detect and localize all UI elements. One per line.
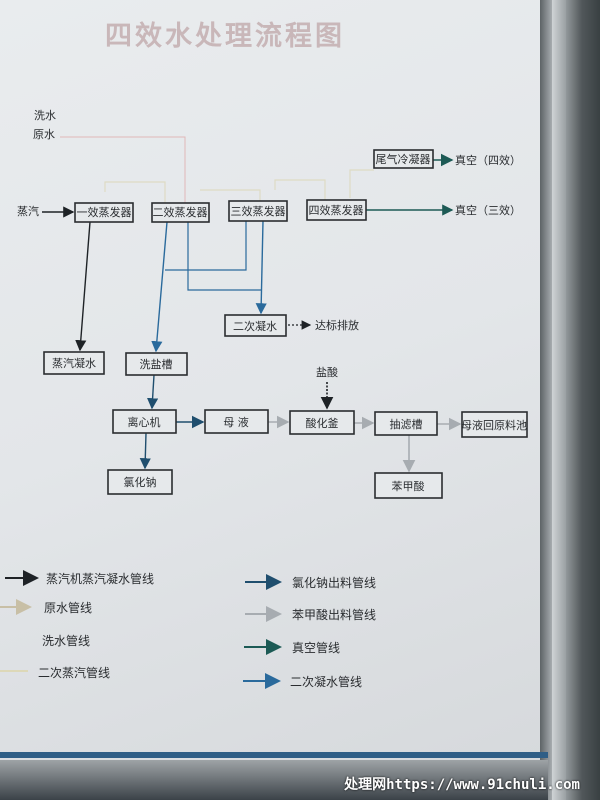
node-evap2: 二效蒸发器: [151, 202, 210, 223]
metal-pole-highlight: [552, 0, 566, 800]
svg-text:氯化钠: 氯化钠: [124, 475, 157, 489]
svg-text:酸化釜: 酸化釜: [306, 416, 339, 430]
board-bottom-edge: [0, 760, 548, 800]
node-steam-condensate: 蒸汽凝水: [43, 351, 105, 375]
node-evap4: 四效蒸发器: [306, 199, 367, 221]
svg-text:离心机: 离心机: [128, 415, 161, 429]
svg-text:洗盐槽: 洗盐槽: [140, 358, 173, 371]
watermark: 处理网https://www.91chuli.com: [344, 777, 580, 793]
to-secondary-condensate: [255, 220, 267, 315]
svg-text:二次凝水: 二次凝水: [233, 319, 277, 333]
legend-label: 真空管线: [292, 640, 340, 655]
metal-pole: [540, 0, 600, 800]
node-mother-liquor: 母 液: [204, 409, 269, 434]
node-acidify-kettle: 酸化釜: [289, 410, 355, 435]
node-centrifuge: 离心机: [112, 409, 177, 434]
output-vacuum-4: 真空（四效）: [455, 153, 521, 167]
legend-label: 蒸汽机蒸汽凝水管线: [46, 571, 154, 586]
input-raw-water: 原水: [33, 128, 55, 141]
legend: 蒸汽机蒸汽凝水管线 原水管线 洗水管线 二次蒸汽管线 氯化钠出料管线 苯甲酸出料…: [0, 570, 376, 689]
legend-label: 二次蒸汽管线: [38, 665, 110, 680]
svg-text:苯甲酸: 苯甲酸: [392, 479, 425, 493]
node-evap1: 一效蒸发器: [74, 202, 134, 223]
svg-text:一效蒸发器: 一效蒸发器: [77, 205, 132, 219]
node-benzoic-acid: 苯甲酸: [374, 472, 443, 499]
evap3-condensate-line: [165, 221, 247, 271]
svg-text:尾气冷凝器: 尾气冷凝器: [376, 152, 431, 166]
svg-text:蒸汽凝水: 蒸汽凝水: [52, 356, 96, 370]
centrifuge-to-nacl: [139, 432, 151, 470]
evap2-to-salt-tank: [151, 221, 168, 353]
legend-label: 洗水管线: [42, 633, 90, 648]
legend-label: 苯甲酸出料管线: [292, 607, 376, 622]
svg-text:二效蒸发器: 二效蒸发器: [153, 205, 208, 219]
flow-diagram: 四效水处理流程图 洗水 原水 蒸汽 盐酸 一效蒸发器 二效蒸发器 三效蒸发器 四…: [0, 21, 528, 689]
evap1-to-condensate: [75, 221, 91, 352]
svg-text:母 液: 母 液: [223, 415, 249, 429]
svg-text:母液回原料池: 母液回原料池: [461, 418, 527, 432]
svg-text:四效蒸发器: 四效蒸发器: [309, 203, 364, 217]
secondary-steam-lines: [104, 169, 374, 203]
evap2-condensate-line: [187, 222, 261, 291]
raw-water-line: [60, 136, 186, 203]
board-blue-band: [0, 752, 548, 758]
diagram-title: 四效水处理流程图: [105, 21, 345, 52]
node-evap3: 三效蒸发器: [228, 200, 288, 222]
legend-label: 原水管线: [44, 600, 92, 615]
legend-label: 氯化钠出料管线: [292, 575, 376, 590]
svg-text:三效蒸发器: 三效蒸发器: [231, 204, 286, 218]
node-filter-tank: 抽滤槽: [374, 411, 438, 436]
salt-tank-to-centrifuge: [147, 374, 159, 410]
diagram-board: [0, 0, 548, 765]
node-tail-condenser: 尾气冷凝器: [373, 149, 434, 169]
node-salt-wash-tank: 洗盐槽: [125, 352, 188, 376]
input-hcl: 盐酸: [316, 365, 338, 379]
input-steam: 蒸汽: [17, 204, 39, 218]
node-nacl: 氯化钠: [107, 469, 173, 495]
node-secondary-condensate: 二次凝水: [224, 314, 287, 337]
input-wash-water: 洗水: [34, 109, 56, 122]
legend-label: 二次凝水管线: [290, 674, 362, 689]
node-return-pool: 母液回原料池: [461, 411, 528, 438]
output-discharge: 达标排放: [315, 318, 359, 332]
output-vacuum-3: 真空（三效）: [455, 203, 521, 217]
svg-text:抽滤槽: 抽滤槽: [390, 417, 423, 431]
